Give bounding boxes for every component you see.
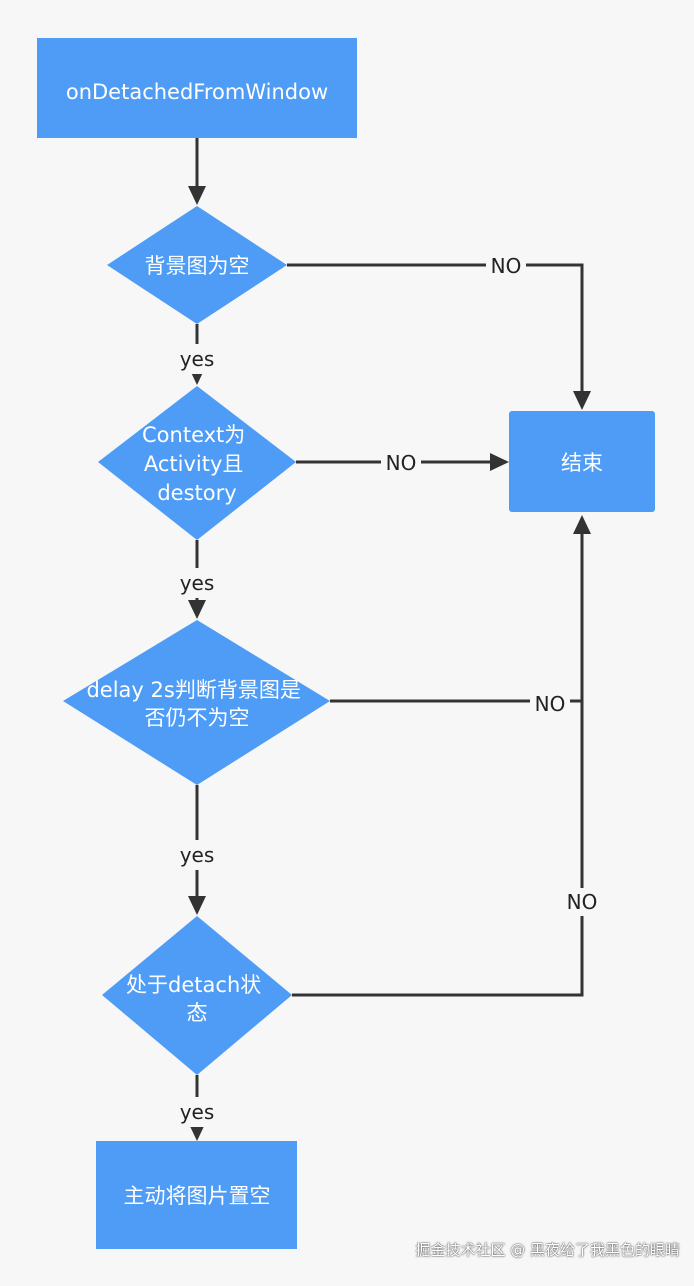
node-start-shape xyxy=(37,38,357,138)
node-clear-shape xyxy=(96,1141,297,1249)
yes-label-2: yes xyxy=(180,571,215,595)
arrowhead-end-left xyxy=(490,453,509,471)
node-start: onDetachedFromWindow xyxy=(37,38,357,138)
node-delay-shape xyxy=(63,620,330,785)
node-clear-line-1: 主动将图片置空 xyxy=(124,1184,271,1208)
node-detach-line-2: 态 xyxy=(187,1001,208,1025)
arrowhead-bg-null xyxy=(188,186,206,205)
node-context-text: Context为 Activity且 destory xyxy=(142,423,252,505)
node-context-line-2: Activity且 xyxy=(144,452,244,476)
node-context: Context为 Activity且 destory xyxy=(98,386,296,540)
no-label-bg-2 xyxy=(381,449,421,477)
node-context-shape xyxy=(98,386,296,540)
node-end-shape xyxy=(509,411,655,512)
node-delay-text: delay 2s判断背景图是 否仍不为空 xyxy=(86,678,307,730)
node-start-text: onDetachedFromWindow xyxy=(66,80,328,104)
no-label-bg-1 xyxy=(486,252,526,280)
node-clear: 主动将图片置空 xyxy=(96,1141,297,1249)
node-detach-line-1: 处于detach状 xyxy=(126,973,261,997)
node-context-line-1: Context为 xyxy=(142,423,245,447)
yes-label-bg-4 xyxy=(175,1097,219,1127)
node-detach-shape xyxy=(102,916,292,1075)
no-label-4: NO xyxy=(567,890,598,914)
node-delay-line-1: delay 2s判断背景图是 xyxy=(86,678,300,702)
no-label-bg-4 xyxy=(562,888,602,916)
yes-label-4: yes xyxy=(180,1100,215,1124)
no-label-bg-3 xyxy=(530,690,570,718)
yes-label-bg-1 xyxy=(175,344,219,374)
node-delay: delay 2s判断背景图是 否仍不为空 xyxy=(63,620,330,785)
node-detach: 处于detach状 态 xyxy=(102,916,292,1075)
node-detach-text: 处于detach状 态 xyxy=(126,973,268,1025)
edge-detach-to-end xyxy=(292,532,584,997)
arrowhead-end-bottom xyxy=(573,515,591,534)
edge-bg-null-to-end xyxy=(287,263,584,393)
node-bg-null-shape xyxy=(107,206,287,324)
node-context-line-3: destory xyxy=(157,481,236,505)
node-clear-text: 主动将图片置空 xyxy=(124,1184,271,1208)
watermark: 掘金技术社区 @ 黑夜给了我黑色的眼睛 xyxy=(415,1241,680,1259)
node-end-text: 结束 xyxy=(561,451,603,475)
node-start-line-1: onDetachedFromWindow xyxy=(66,80,328,104)
yes-label-3: yes xyxy=(180,843,215,867)
arrowhead-delay xyxy=(188,600,206,619)
edge-labels: yes yes yes yes NO NO NO NO xyxy=(175,252,602,1127)
arrowhead-detach xyxy=(188,896,206,915)
arrowhead-end-top xyxy=(573,391,591,410)
node-bg-null: 背景图为空 xyxy=(107,206,287,324)
yes-label-bg-3 xyxy=(175,840,219,870)
yes-label-1: yes xyxy=(180,347,215,371)
node-end: 结束 xyxy=(509,411,655,512)
node-delay-line-2: 否仍不为空 xyxy=(145,706,250,730)
node-end-line-1: 结束 xyxy=(561,451,603,475)
no-label-2: NO xyxy=(386,451,417,475)
no-label-3: NO xyxy=(535,692,566,716)
node-bg-null-text: 背景图为空 xyxy=(145,254,250,278)
no-label-1: NO xyxy=(491,254,522,278)
node-bg-null-line-1: 背景图为空 xyxy=(145,254,250,278)
yes-label-bg-2 xyxy=(175,568,219,598)
